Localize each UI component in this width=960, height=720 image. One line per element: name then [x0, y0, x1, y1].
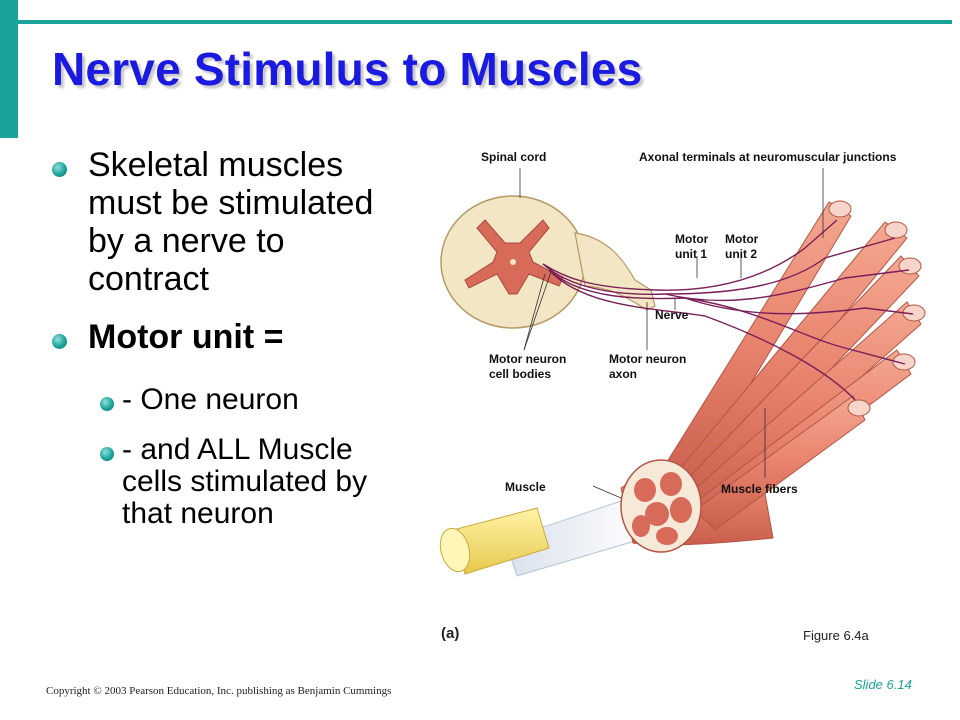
copyright-notice: Copyright © 2003 Pearson Education, Inc.…	[46, 685, 392, 697]
tendon-bone-icon	[439, 497, 646, 577]
sub-bullet-text: - and ALL Muscle cells stimulated by tha…	[122, 433, 368, 530]
figure-reference: Figure 6.4a	[803, 628, 869, 643]
sub-bullet-all-muscle-cells: - and ALL Muscle cells stimulated by tha…	[48, 434, 378, 530]
bullet-dot-icon	[52, 334, 67, 349]
slide-title: Nerve Stimulus to Muscles	[52, 43, 643, 95]
sub-bullet-dot-icon	[100, 447, 114, 461]
label-motor-unit-2: Motor unit 2	[725, 232, 759, 261]
sub-bullet-text: - One neuron	[122, 383, 299, 416]
fiber-ends-icon	[828, 200, 926, 417]
muscle-cross-section-icon	[620, 459, 702, 553]
spinal-cord-icon	[440, 195, 656, 329]
bullet-motor-unit: Motor unit =	[48, 318, 378, 356]
sub-bullet-dot-icon	[100, 397, 114, 411]
sub-bullet-one-neuron: - One neuron	[48, 384, 378, 416]
label-muscle-fibers: Muscle fibers	[721, 482, 798, 496]
figure-panel-label: (a)	[441, 625, 460, 642]
bullet-skeletal-muscles: Skeletal muscles must be stimulated by a…	[48, 146, 378, 298]
muscle-fibers-icon	[656, 201, 922, 531]
label-spinal-cord: Spinal cord	[481, 150, 547, 164]
accent-bar-horizontal	[18, 20, 952, 24]
leader-lines	[519, 168, 824, 499]
label-muscle: Muscle	[505, 480, 546, 494]
label-axonal-terminals: Axonal terminals at neuromuscular juncti…	[639, 150, 897, 164]
nerve-paths-icon	[542, 219, 914, 401]
motor-unit-diagram: Spinal cord Axonal terminals at neuromus…	[425, 138, 960, 638]
label-motor-neuron-axon: Motor neuron axon	[609, 352, 687, 381]
accent-bar-vertical	[0, 0, 18, 138]
bullet-text: Motor unit =	[88, 318, 284, 356]
slide-number: Slide 6.14	[854, 677, 912, 692]
bullet-dot-icon	[52, 162, 67, 177]
label-motor-unit-1: Motor unit 1	[675, 232, 709, 261]
bullet-list: Skeletal muscles must be stimulated by a…	[48, 146, 378, 530]
motor-unit-illustration	[439, 168, 926, 577]
label-nerve: Nerve	[655, 308, 689, 322]
bullet-text: Skeletal muscles must be stimulated by a…	[88, 146, 374, 298]
label-motor-neuron-cell-bodies: Motor neuron cell bodies	[489, 352, 567, 381]
